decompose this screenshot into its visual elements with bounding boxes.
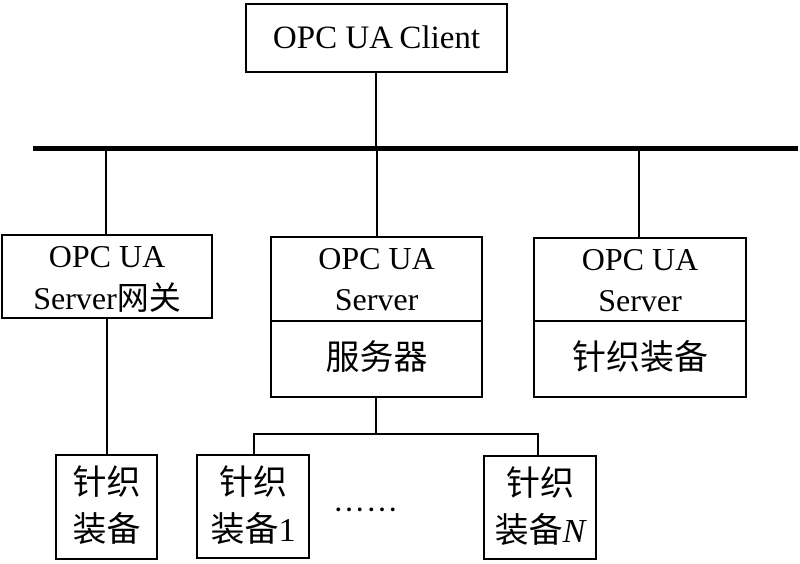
server-right-sub-label: 针织装备 xyxy=(572,340,708,377)
server-center-line1: OPC UA xyxy=(318,240,435,276)
ellipsis-label: …… xyxy=(333,482,399,518)
server-right-title-section: OPC UA Server xyxy=(535,239,745,322)
server-right-line1: OPC UA xyxy=(581,240,699,277)
knitting-device-n-node: 针织 装备N xyxy=(483,455,597,560)
bus-line xyxy=(33,146,798,151)
connector-bus-server-center xyxy=(376,149,378,238)
device-n-line2: 装备N xyxy=(495,508,586,555)
gateway-node-line2: Server网关 xyxy=(33,279,181,316)
server-right-sub-section: 针织装备 xyxy=(535,322,745,396)
opc-ua-server-center-node: OPC UA Server 服务器 xyxy=(270,236,483,398)
device-1-line1: 针织 xyxy=(219,464,287,502)
server-center-sub-label: 服务器 xyxy=(325,340,428,377)
connector-branch-device-first xyxy=(253,433,255,456)
server-center-line2: Server xyxy=(334,281,419,317)
opc-ua-client-node: OPC UA Client xyxy=(245,3,508,73)
connector-bus-server-right xyxy=(638,149,640,239)
server-center-title-section: OPC UA Server xyxy=(272,238,481,322)
server-center-sub-section: 服务器 xyxy=(272,322,481,396)
connector-server-branch xyxy=(375,396,377,435)
connector-bus-gateway xyxy=(105,149,107,236)
connector-client-bus xyxy=(375,71,377,148)
branch-line xyxy=(253,433,539,435)
opc-ua-server-gateway-node: OPC UA Server网关 xyxy=(1,234,213,319)
client-node-label: OPC UA Client xyxy=(272,20,481,56)
gateway-node-line1: OPC UA xyxy=(48,237,166,274)
device-gateway-line2: 装备 xyxy=(72,512,141,549)
server-right-line2: Server xyxy=(598,281,682,318)
device-n-line2-suffix: N xyxy=(562,512,586,550)
knitting-device-gateway-node: 针织 装备 xyxy=(55,454,158,560)
knitting-device-1-node: 针织 装备1 xyxy=(196,454,310,559)
device-gateway-line1: 针织 xyxy=(72,465,141,502)
connector-branch-device-last xyxy=(537,433,539,457)
device-1-line2: 装备1 xyxy=(210,511,296,549)
device-n-line1: 针织 xyxy=(506,465,574,503)
device-n-line2-prefix: 装备 xyxy=(494,512,563,550)
opc-ua-server-right-node: OPC UA Server 针织装备 xyxy=(533,237,747,398)
connector-gateway-device xyxy=(106,317,108,456)
